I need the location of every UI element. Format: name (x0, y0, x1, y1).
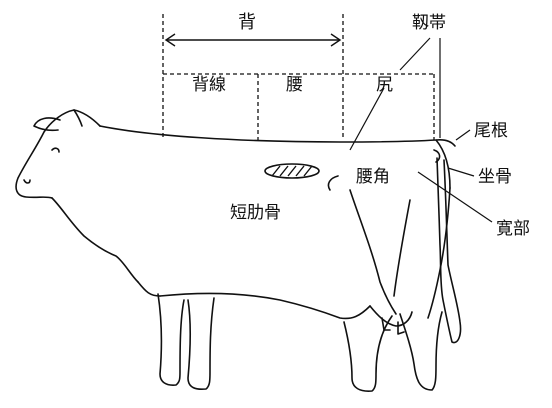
leader-tail-head (455, 129, 471, 141)
topline (99, 125, 456, 147)
label-hip-bone: 腰角 (356, 167, 390, 187)
teat-1 (381, 317, 391, 331)
pin-bone (433, 149, 441, 163)
rump-curve (435, 139, 451, 189)
measurement-guides (162, 14, 435, 140)
front-leg-left (157, 293, 185, 386)
cow-outline (15, 109, 462, 392)
label-rump: 尻 (376, 75, 393, 95)
chest-front (137, 281, 161, 297)
label-ligament: 靱帯 (412, 13, 446, 33)
label-back: 背 (238, 12, 256, 33)
nostril (23, 179, 31, 184)
front-leg-right (187, 297, 215, 391)
hip-bone (327, 175, 339, 191)
back-arrow (164, 33, 342, 47)
hind-leg-right (399, 311, 443, 391)
hind-thigh (427, 187, 451, 319)
label-short-rib: 短肋骨 (230, 203, 281, 223)
tail (436, 157, 462, 344)
leader-lines (349, 37, 493, 223)
ear (33, 117, 61, 132)
label-back-line: 背線 (192, 75, 226, 95)
label-width: 寛部 (496, 219, 530, 239)
label-loin: 腰 (286, 75, 303, 95)
thigh-line (393, 199, 411, 297)
flank-crease (349, 189, 397, 315)
label-tail-head: 尾根 (474, 121, 508, 141)
eye (51, 147, 60, 153)
belly (159, 292, 371, 320)
hind-leg-left (343, 315, 393, 392)
teat-2 (397, 321, 405, 335)
horn-nub (73, 109, 83, 127)
leader-rump (349, 87, 385, 151)
neck-top (73, 109, 101, 127)
leader-ligament-1 (399, 37, 431, 71)
leader-pin-bone (447, 167, 475, 177)
label-pin-bone: 坐骨 (478, 167, 512, 187)
udder (369, 305, 413, 327)
leader-width (417, 171, 493, 223)
head (15, 109, 75, 199)
short-rib-marker (264, 163, 320, 179)
jaw-throat (51, 197, 139, 283)
